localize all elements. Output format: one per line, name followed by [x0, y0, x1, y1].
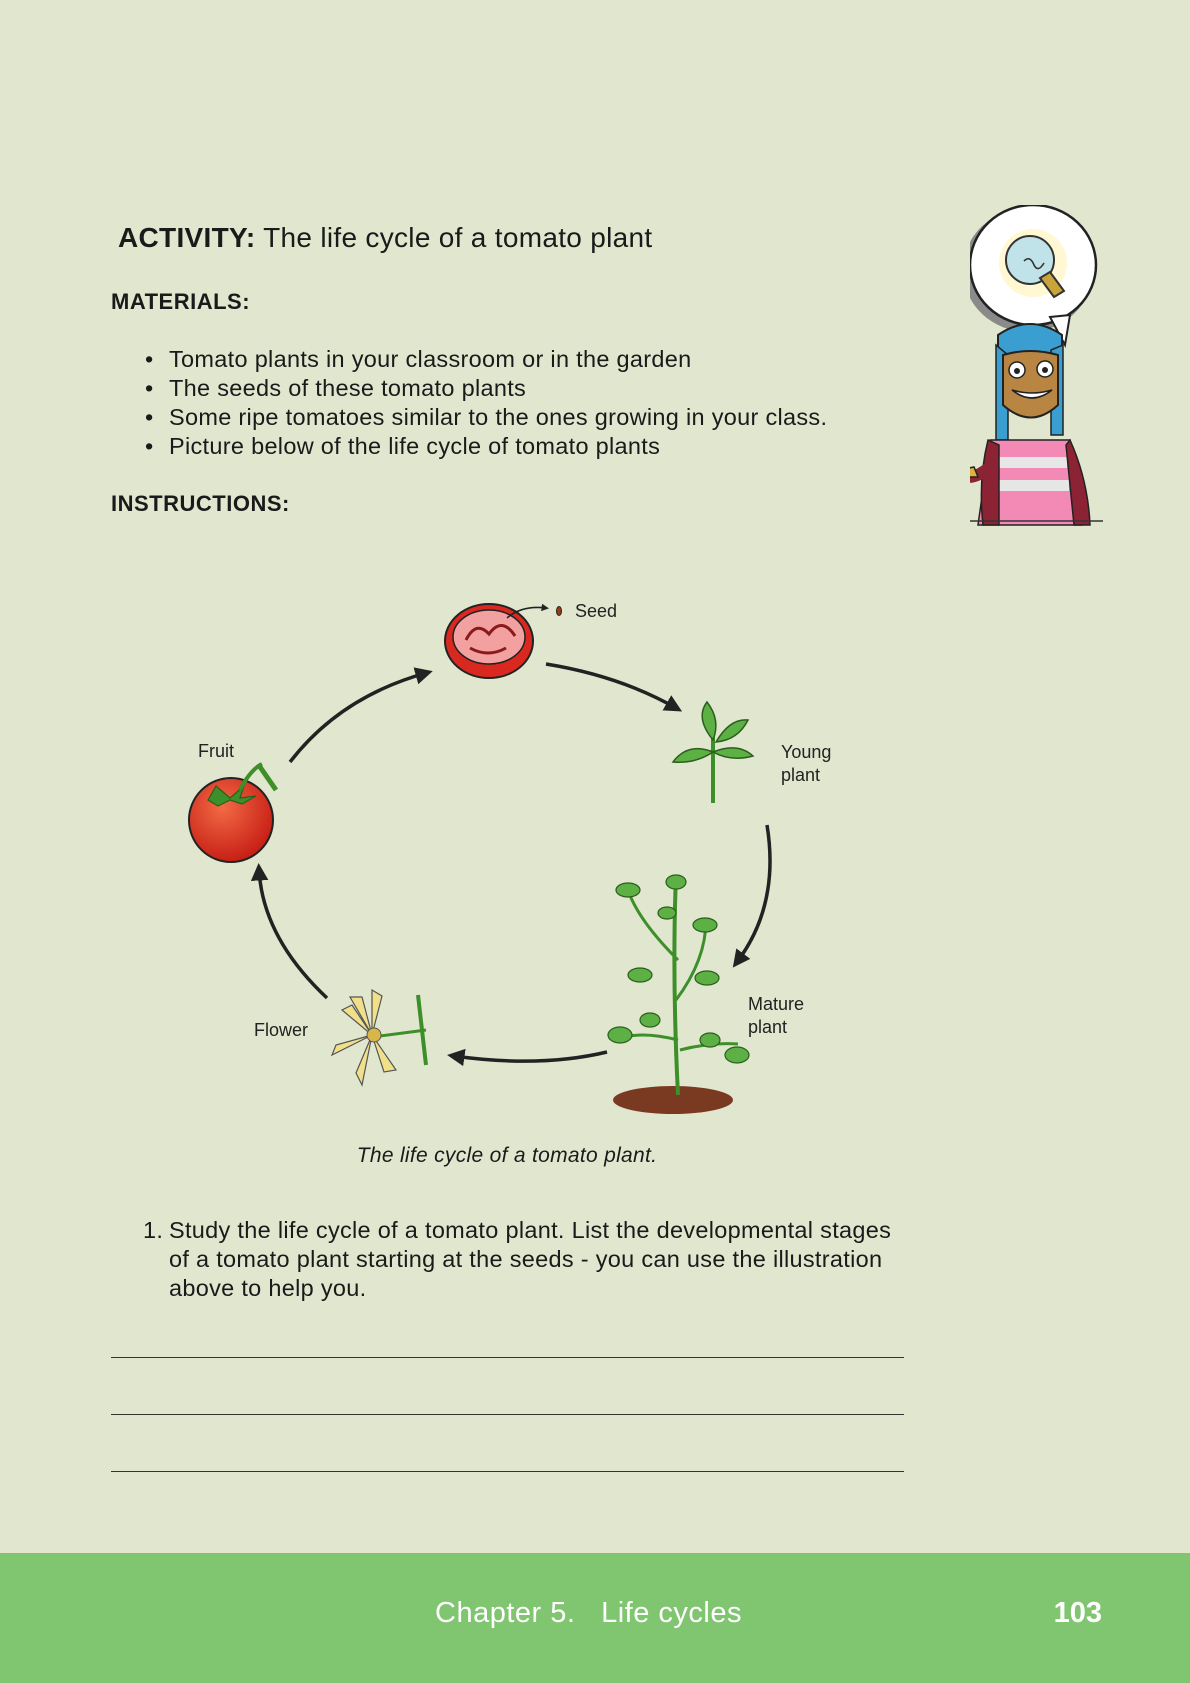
young-plant-label-line1: Young — [781, 742, 831, 762]
young-plant-label-line2: plant — [781, 765, 820, 785]
materials-heading: MATERIALS: — [111, 289, 251, 314]
cycle-arrow — [447, 1048, 608, 1067]
seed-label: Seed — [575, 601, 617, 621]
chapter-title: Chapter 5. Life cycles — [435, 1597, 742, 1629]
question-1: 1. Study the life cycle of a tomato plan… — [143, 1216, 913, 1303]
seed-tomato-half-icon — [444, 603, 562, 679]
diagram-caption: The life cycle of a tomato plant. — [356, 1144, 658, 1167]
mascot-girl-icon — [970, 205, 1103, 526]
page-number: 103 — [1053, 1597, 1102, 1629]
activity-name: The life cycle of a tomato plant — [263, 222, 653, 253]
fruit-tomato-icon — [188, 762, 279, 863]
cycle-arrow — [732, 824, 772, 968]
question-number: 1. — [143, 1217, 164, 1243]
answer-line[interactable] — [111, 1414, 904, 1415]
fruit-label: Fruit — [198, 741, 234, 761]
activity-title: ACTIVITY: The life cycle of a tomato pla… — [118, 222, 652, 254]
materials-list: Tomato plants in your classroom or in th… — [145, 345, 827, 461]
page-footer: Chapter 5. Life cycles 103 — [0, 1553, 1190, 1683]
list-item: Tomato plants in your classroom or in th… — [145, 345, 827, 374]
cycle-arrow — [545, 662, 683, 712]
activity-label: ACTIVITY: — [118, 222, 256, 253]
young-plant-icon — [671, 700, 755, 803]
mature-plant-label-line2: plant — [748, 1017, 787, 1037]
list-item: The seeds of these tomato plants — [145, 374, 827, 403]
mature-plant-label-line1: Mature — [748, 994, 804, 1014]
list-item: Some ripe tomatoes similar to the ones g… — [145, 403, 827, 432]
mature-plant-icon — [607, 874, 750, 1114]
answer-line[interactable] — [111, 1471, 904, 1472]
question-text: Study the life cycle of a tomato plant. … — [169, 1217, 892, 1301]
list-item: Picture below of the life cycle of tomat… — [145, 432, 827, 461]
cycle-arrow — [288, 667, 433, 764]
lightbulb-icon — [970, 205, 1098, 349]
flower-icon — [330, 988, 428, 1087]
flower-label: Flower — [254, 1020, 308, 1040]
instructions-heading: INSTRUCTIONS: — [111, 491, 290, 516]
cycle-arrow — [250, 863, 329, 1000]
answer-line[interactable] — [111, 1357, 904, 1358]
